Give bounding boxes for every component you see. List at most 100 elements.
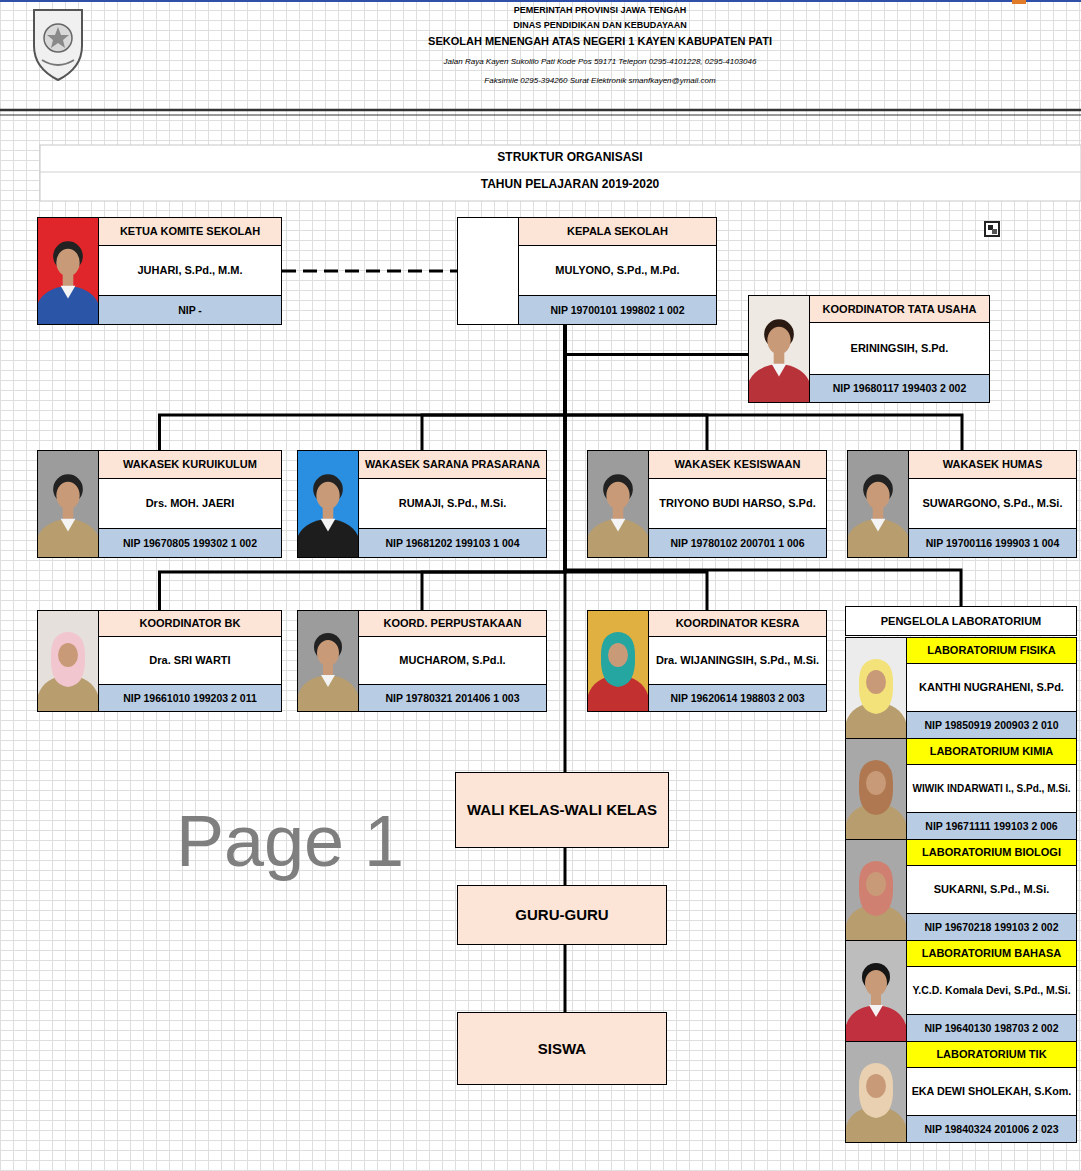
photo-face [866, 670, 886, 694]
corner-mark [1012, 0, 1026, 4]
nip-number: NIP 19661010 199203 2 011 [123, 692, 257, 704]
portrait-photo [38, 611, 98, 711]
photo-face [865, 970, 887, 996]
nip-number: NIP - [178, 304, 202, 316]
text-cell: WAKASEK KESISWAAN [649, 451, 826, 479]
nip-number: NIP 19780321 201406 1 003 [385, 692, 519, 704]
text-cell: NIP 19680117 199403 2 002 [810, 375, 989, 402]
person-name: EKA DEWI SHOLEKAH, S.Kom. [912, 1085, 1072, 1097]
person-name: Dra. SRI WARTI [149, 654, 230, 667]
nip-number: NIP 19700101 199802 1 002 [550, 304, 684, 316]
photo-face [58, 643, 78, 667]
photo-hijab [859, 659, 893, 714]
photo-face [866, 771, 886, 795]
photo-collar [869, 1005, 883, 1017]
photo-hijab [51, 632, 85, 687]
text-cell: Drs. MOH. JAERI [99, 479, 281, 529]
portrait-photo [846, 941, 906, 1041]
role-title: KOORD. PERPUSTAKAAN [384, 617, 522, 630]
text-cell: NIP 19780321 201406 1 003 [359, 685, 546, 711]
text-cell: LABORATORIUM KIMIA [907, 739, 1076, 765]
staff-box: KEPALA SEKOLAHMULYONO, S.Pd., M.Pd.NIP 1… [457, 217, 717, 325]
text-cell: MULYONO, S.Pd., M.Pd. [519, 246, 716, 296]
text-cell: NIP 19620614 198803 2 003 [649, 685, 826, 711]
text-cell: Dra. WIJANINGSIH, S.Pd., M.Si. [649, 637, 826, 685]
text-cell: NIP 19640130 198703 2 002 [907, 1015, 1076, 1041]
photo-background [846, 840, 906, 940]
photo-body [38, 519, 98, 557]
watermark: Page 1 [176, 800, 404, 883]
photo-background [38, 218, 98, 324]
person-name: Y.C.D. Komala Devi, S.Pd., M.Si. [912, 984, 1070, 996]
group-heading-band: PENGELOLA LABORATORIUM [845, 606, 1077, 636]
photo-body [588, 519, 648, 557]
photo-background [588, 611, 648, 711]
text-cell: LABORATORIUM FISIKA [907, 638, 1076, 664]
photo-cell [458, 218, 519, 324]
subtitle: TAHUN PELAJARAN 2019-2020 [481, 178, 660, 192]
role-title: KOORDINATOR TATA USAHA [823, 303, 977, 316]
photo-background [846, 739, 906, 839]
nip-number: NIP 19681202 199103 1 004 [385, 537, 519, 549]
photo-face [606, 482, 629, 510]
level-box: GURU-GURU [457, 885, 667, 945]
photo-cell [38, 451, 99, 557]
text-cell: LABORATORIUM BIOLOGI [907, 840, 1076, 866]
text-cell: ERININGSIH, S.Pd. [810, 323, 989, 375]
photo-collar [871, 519, 886, 532]
role-title: LABORATORIUM BAHASA [922, 947, 1062, 960]
portrait-photo [588, 611, 648, 711]
photo-cell [298, 611, 359, 711]
role-title: LABORATORIUM KIMIA [930, 745, 1054, 758]
text-cell: KOORD. PERPUSTAKAAN [359, 611, 546, 637]
text-cell: LABORATORIUM TIK [907, 1042, 1076, 1068]
lab-staff-box: LABORATORIUM TIK EKA DEWI SHOLEKAH, S.Kom… [845, 1041, 1077, 1143]
text-cell: KOORDINATOR TATA USAHA [810, 296, 989, 323]
staff-box: KOORDINATOR KESRADra. WIJANINGSIH, S.Pd.… [587, 610, 827, 712]
text-cell: WAKASEK SARANA PRASARANA [359, 451, 546, 479]
photo-cell [848, 451, 909, 557]
text-cell: SUWARGONO, S.Pd., M.Si. [909, 479, 1076, 529]
lab-staff-box: LABORATORIUM BIOLOGISUKARNI, S.Pd., M.Si… [845, 839, 1077, 941]
portrait-photo [846, 638, 906, 738]
dashed-connector [282, 270, 457, 273]
crest-ribbon [42, 60, 74, 65]
text-cell: NIP 19850919 200903 2 010 [907, 712, 1076, 738]
crest-star [47, 27, 69, 48]
staff-box: WAKASEK KURUIKULUMDrs. MOH. JAERINIP 196… [37, 450, 282, 558]
lab-staff-box: LABORATORIUM FISIKAKANTHI NUGRAHENI, S.P… [845, 637, 1077, 739]
nip-number: NIP 19620614 198803 2 003 [670, 692, 804, 704]
staff-box: KOORDINATOR TATA USAHA ERININGSIH, S.Pd.N… [748, 295, 990, 403]
photo-face [316, 482, 339, 510]
photo-hijab [859, 760, 893, 815]
text-cell: NIP 19700101 199802 1 002 [519, 296, 716, 324]
portrait-photo [38, 451, 98, 557]
text-cell: MUCHAROM, S.Pd.I. [359, 637, 546, 685]
text-cell: RUMAJI, S.Pd., M.Si. [359, 479, 546, 529]
photo-background [298, 611, 358, 711]
level-label: GURU-GURU [515, 906, 608, 923]
photo-background [298, 451, 358, 557]
portrait-photo [846, 739, 906, 839]
title-band [40, 145, 1081, 201]
address-line: Jalan Raya Kayen Sukolilo Pati Kode Pos … [444, 57, 757, 66]
portrait-photo [846, 1042, 906, 1142]
photo-background [846, 1042, 906, 1142]
sheet-icon-block [992, 229, 997, 234]
contact-line: Faksimile 0295-394260 Surat Elektronik s… [484, 76, 715, 85]
diagram-title: STRUKTUR ORGANISASI [497, 151, 642, 165]
person-name: RUMAJI, S.Pd., M.Si. [399, 497, 507, 510]
nip-number: NIP 19670805 199302 1 002 [123, 537, 257, 549]
nip-number: NIP 19780102 200701 1 006 [670, 537, 804, 549]
person-name: SUWARGONO, S.Pd., M.Si. [923, 497, 1063, 510]
role-title: WAKASEK HUMAS [943, 458, 1043, 471]
text-cell: NIP 19661010 199203 2 011 [99, 685, 281, 711]
text-cell: WAKASEK HUMAS [909, 451, 1076, 479]
title-band-divider [40, 172, 1081, 173]
text-cell: NIP 19670218 199103 2 002 [907, 914, 1076, 940]
photo-cell [298, 451, 359, 557]
photo-background [749, 296, 809, 402]
photo-background [588, 451, 648, 557]
portrait-photo [298, 451, 358, 557]
connector-line [565, 325, 707, 450]
